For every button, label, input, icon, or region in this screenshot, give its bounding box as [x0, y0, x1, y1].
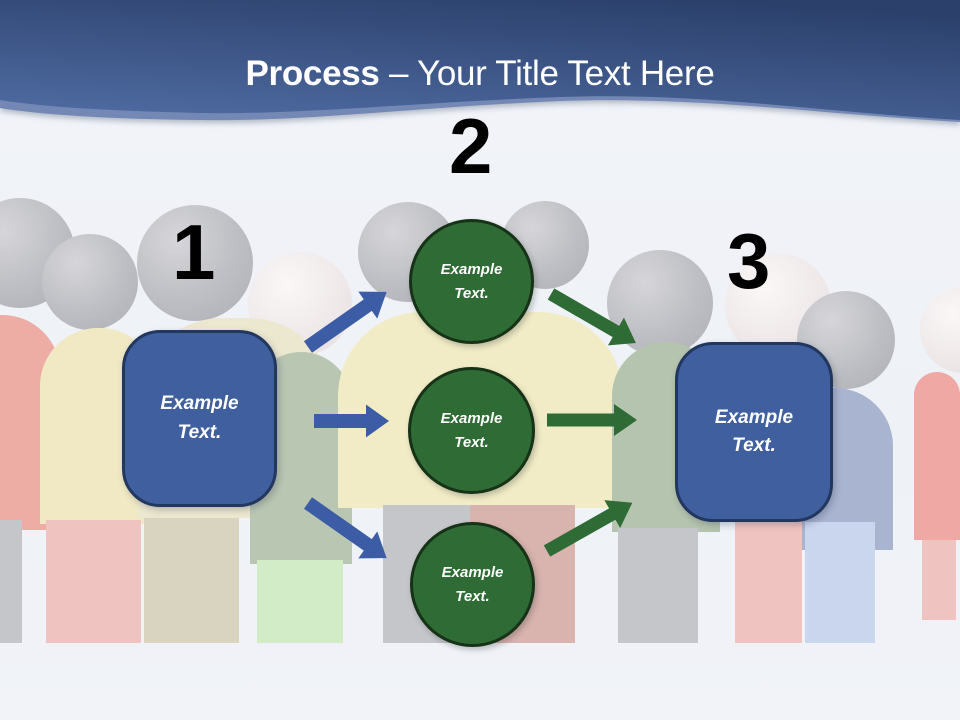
header-wave-main — [0, 0, 960, 120]
person-legs — [46, 520, 141, 643]
arrow-green-top — [547, 288, 636, 346]
process-circle-middle-label: Example Text. — [440, 409, 503, 451]
person-head — [42, 234, 138, 330]
process-circle-top-label: Example Text. — [440, 260, 503, 302]
process-circle-bottom: Example Text. — [410, 522, 535, 647]
person-head — [137, 205, 253, 321]
page-title-bold: Process — [245, 54, 380, 93]
arrow-green-bottom — [543, 500, 633, 557]
arrow-blue-middle — [314, 404, 389, 438]
process-start-box-label: Example Text. — [160, 393, 239, 443]
process-end-box: Example Text. — [675, 342, 833, 522]
person-legs — [922, 540, 956, 620]
person-torso — [914, 372, 960, 540]
page-title-rest: – Your Title Text Here — [389, 54, 715, 93]
arrow-blue-top — [303, 291, 387, 353]
step-number-3: 3 — [727, 217, 771, 305]
arrow-green-middle — [547, 404, 637, 436]
process-circle-bottom-label: Example Text. — [441, 563, 504, 605]
person-legs — [805, 522, 875, 643]
person-legs — [257, 560, 343, 643]
person-legs — [0, 520, 22, 643]
process-end-box-label: Example Text. — [714, 406, 794, 457]
step-number-2: 2 — [449, 102, 493, 190]
page-title: Process – Your Title Text Here — [0, 54, 960, 94]
process-circle-top: Example Text. — [409, 219, 534, 344]
person-legs — [618, 528, 698, 643]
person-legs — [144, 518, 239, 643]
arrow-blue-bottom — [303, 497, 387, 559]
process-circle-middle: Example Text. — [408, 367, 535, 494]
process-start-box: Example Text. — [122, 330, 277, 507]
step-number-1: 1 — [172, 208, 216, 296]
person-legs — [735, 520, 802, 643]
header-wave — [0, 0, 960, 122]
